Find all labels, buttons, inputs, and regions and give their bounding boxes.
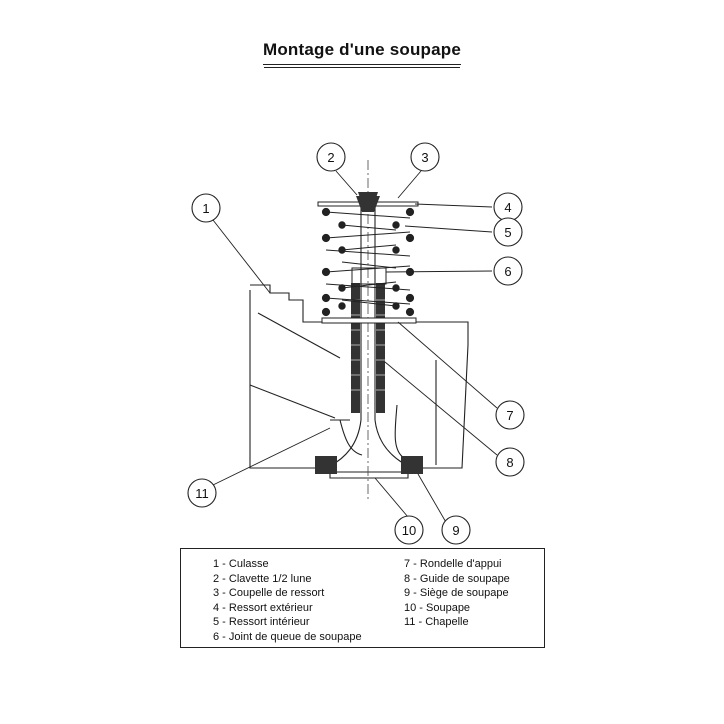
- svg-text:8: 8: [506, 455, 513, 470]
- valve-seat-left: [315, 456, 337, 474]
- svg-text:5: 5: [504, 225, 511, 240]
- valve-guide: [351, 283, 385, 413]
- legend-item: 4 - Ressort extérieur: [213, 601, 313, 614]
- legend-item: 5 - Ressort intérieur: [213, 616, 310, 628]
- svg-text:9: 9: [452, 523, 459, 538]
- svg-text:11: 11: [195, 486, 209, 501]
- page-title: Montage d'une soupape: [262, 40, 462, 65]
- callout-3: 3: [410, 142, 440, 172]
- legend-item: 9 - Siège de soupape: [404, 587, 509, 599]
- svg-text:4: 4: [504, 200, 511, 215]
- support-washer: [321, 317, 417, 324]
- collets: [358, 192, 378, 198]
- valve: [329, 198, 409, 479]
- svg-text:1: 1: [202, 201, 209, 216]
- legend-item: 6 - Joint de queue de soupape: [213, 630, 362, 643]
- svg-text:6: 6: [504, 264, 511, 279]
- stem-seal: [351, 267, 387, 285]
- legend-item: 10 - Soupape: [404, 601, 471, 614]
- svg-text:10: 10: [402, 523, 416, 538]
- legend-item: 8 - Guide de soupape: [404, 572, 510, 585]
- legend-item: 3 - Coupelle de ressort: [213, 587, 325, 599]
- title-block: Montage d'une soupape: [0, 40, 724, 65]
- callout-4: 4: [493, 192, 523, 222]
- valve-seat-right: [401, 456, 423, 474]
- callout-6: 6: [493, 256, 523, 286]
- callout-1: 1: [191, 193, 221, 223]
- cylinder-head-outline: [249, 284, 469, 469]
- spring-retainer: [317, 196, 419, 212]
- legend-item: 2 - Clavette 1/2 lune: [213, 572, 312, 585]
- legend-item: 7 - Rondelle d'appui: [404, 558, 502, 570]
- callout-11: 11: [187, 478, 217, 508]
- callout-2: 2: [316, 142, 346, 172]
- svg-text:7: 7: [506, 408, 513, 423]
- callout-7: 7: [495, 400, 525, 430]
- inner-spring: [338, 221, 400, 310]
- callout-9: 9: [441, 515, 471, 545]
- outer-spring: [321, 207, 415, 317]
- callout-10: 10: [394, 515, 424, 545]
- callout-5: 5: [493, 217, 523, 247]
- svg-text:2: 2: [327, 150, 334, 165]
- svg-text:3: 3: [421, 150, 428, 165]
- legend-right-column: 7 - Rondelle d'appui 8 - Guide de soupap…: [404, 557, 510, 630]
- legend-item: 1 - Culasse: [213, 558, 269, 570]
- legend-left-column: 1 - Culasse 2 - Clavette 1/2 lune 3 - Co…: [213, 557, 362, 644]
- callout-8: 8: [495, 447, 525, 477]
- legend-item: 11 - Chapelle: [404, 616, 469, 628]
- parts-legend: 1 - Culasse 2 - Clavette 1/2 lune 3 - Co…: [180, 548, 545, 648]
